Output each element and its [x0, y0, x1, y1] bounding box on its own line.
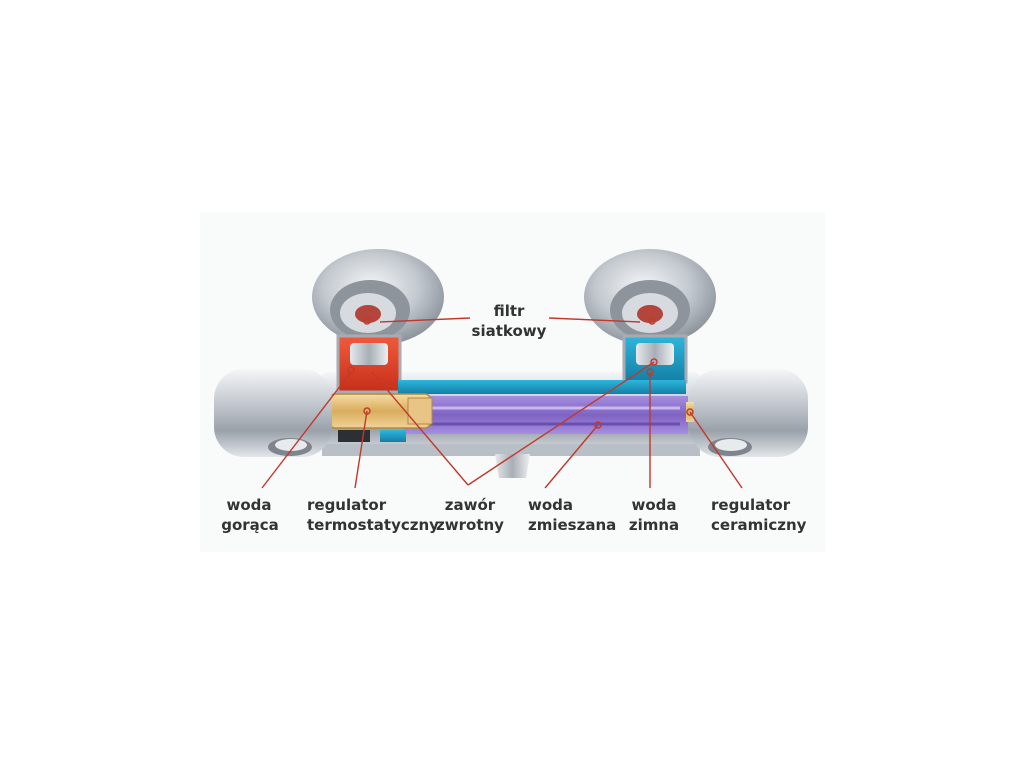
label-ceramic-regulator-line2: ceramiczny — [711, 516, 807, 534]
cold-water-channel — [398, 380, 686, 394]
label-mixed-water-line1: woda — [528, 496, 573, 514]
label-thermostatic-regulator-line2: termostatyczny — [307, 516, 439, 534]
label-check-valve-line1: zawór — [445, 496, 496, 514]
label-hot-water-line1: woda — [226, 496, 271, 514]
hot-check-valve — [350, 343, 388, 365]
label-hot-water-line2: gorąca — [221, 516, 279, 534]
thermostatic-handle — [214, 369, 332, 457]
label-cold-water-line2: zimna — [629, 516, 679, 534]
label-check-valve-line2: zwrotny — [436, 516, 504, 534]
label-mixed-water-line2: zmieszana — [528, 516, 616, 534]
mixed-water-chamber — [404, 396, 688, 434]
ceramic-handle — [686, 369, 808, 457]
hot-wall-connector — [312, 249, 444, 345]
label-cold-water-line1: woda — [631, 496, 676, 514]
cold-check-valve — [636, 343, 674, 365]
label-ceramic-regulator-line1: regulator — [711, 496, 791, 514]
label-filter-line2: siatkowy — [472, 322, 547, 340]
cold-wall-connector — [584, 249, 716, 345]
label-thermostatic-regulator-line1: regulator — [307, 496, 387, 514]
label-filter-line1: filtr — [494, 302, 525, 320]
